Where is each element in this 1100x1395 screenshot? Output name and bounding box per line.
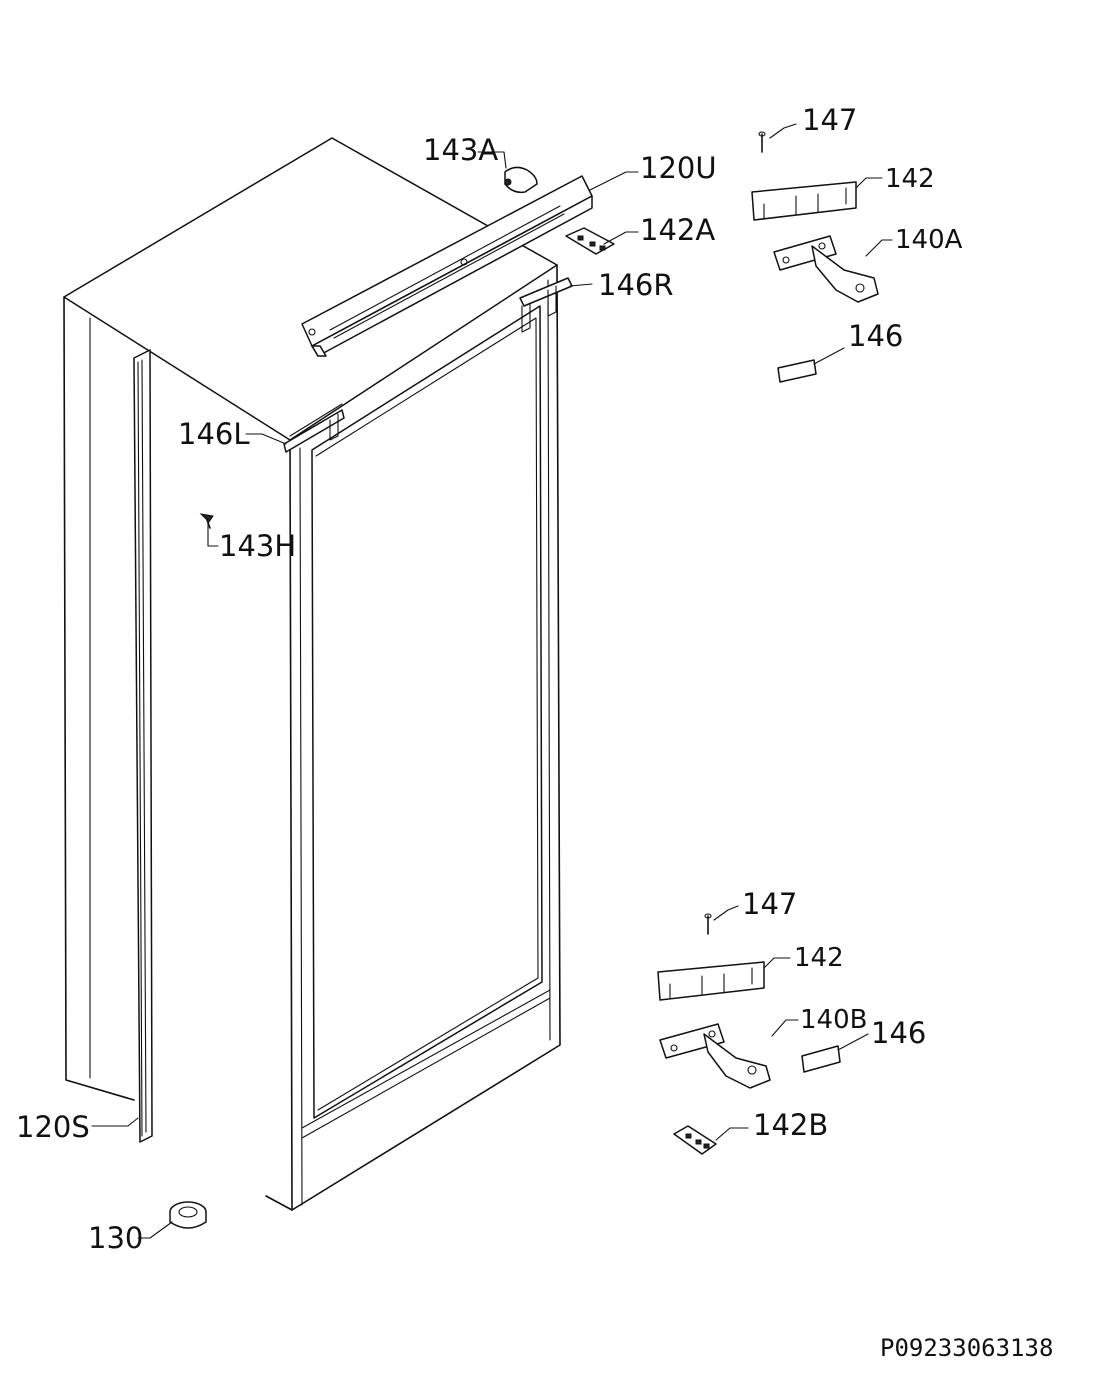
label-120S: 120S <box>16 1110 90 1144</box>
leader-lines <box>91 123 893 1239</box>
plate-142A <box>565 227 615 255</box>
screw-147-top <box>758 131 766 153</box>
label-147-bottom: 147 <box>742 887 797 921</box>
top-rail-120U <box>301 175 593 357</box>
cover-146-bottom <box>801 1045 841 1073</box>
screw-147-bottom <box>704 913 712 935</box>
label-147-top: 147 <box>802 103 857 137</box>
cabinet-body <box>63 137 561 1211</box>
label-142A: 142A <box>640 213 715 247</box>
drawing-code: P09233063138 <box>880 1334 1053 1362</box>
label-142-bottom: 142 <box>794 943 844 973</box>
label-146R: 146R <box>598 268 674 302</box>
cover-146-top <box>777 359 817 383</box>
label-146-top: 146 <box>848 319 903 353</box>
label-142-top: 142 <box>885 164 935 194</box>
label-140B: 140B <box>800 1005 867 1035</box>
plate-142B <box>673 1125 717 1155</box>
strip-146L <box>283 403 345 453</box>
label-146-bottom: 146 <box>871 1016 926 1050</box>
label-146L: 146L <box>178 417 250 451</box>
label-143A: 143A <box>423 133 498 167</box>
shim-142-top <box>751 181 857 221</box>
label-142B: 142B <box>753 1108 828 1142</box>
screw-143H <box>199 513 214 529</box>
label-130: 130 <box>88 1221 143 1255</box>
side-seal-120S <box>133 349 153 1143</box>
label-140A: 140A <box>895 225 963 255</box>
label-143H: 143H <box>219 529 296 563</box>
clip-143A <box>504 166 538 194</box>
foot-130 <box>169 1201 207 1229</box>
shim-142-bottom <box>657 961 765 1001</box>
label-120U: 120U <box>640 151 717 185</box>
part-labels: 143A 120U 142A 146R 146L 143H 120S 130 1… <box>16 103 963 1255</box>
hinge-140A <box>773 235 879 303</box>
hinge-140B <box>659 1023 771 1089</box>
